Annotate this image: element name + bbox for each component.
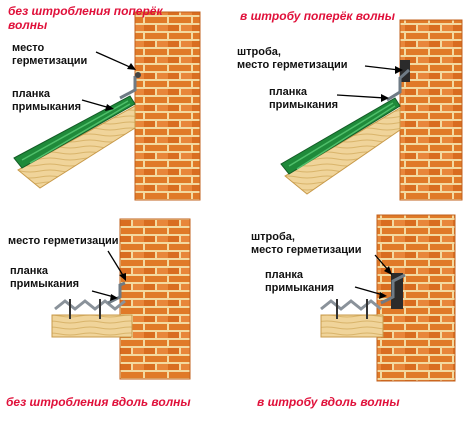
panel-title: в штробу вдоль волны xyxy=(257,395,400,409)
timber-beam xyxy=(51,314,133,338)
profile-sheet xyxy=(320,299,382,311)
adjoining-strip xyxy=(119,76,137,100)
label-strip: планка примыкания xyxy=(12,88,82,113)
arrow-groove-head xyxy=(384,266,392,275)
diagram-along-no-groove xyxy=(51,218,191,380)
arrow-strip xyxy=(91,290,115,298)
adjoining-strip xyxy=(386,68,410,102)
diagram-across-no-groove xyxy=(13,11,201,201)
panel-across-no-groove: без штробления поперёк волны место герме… xyxy=(0,0,237,211)
roof-sheet-ridges xyxy=(288,102,396,170)
label-sealing: место герметизации xyxy=(12,42,88,67)
arrow-strip xyxy=(354,286,384,296)
arrow-strip-head xyxy=(105,104,114,111)
panel-along-groove: штроба, место герметизации планка примык… xyxy=(237,211,474,422)
groove xyxy=(400,60,410,82)
roof-sheet-ridges xyxy=(21,100,131,164)
timber-rafter xyxy=(284,107,401,195)
arrow-strip-head xyxy=(110,294,118,301)
brick-wall xyxy=(134,11,201,201)
timber-beam xyxy=(320,314,384,338)
panel-across-groove: в штробу поперёк волны штроба, место гер… xyxy=(237,0,474,211)
diagram-across-groove xyxy=(280,19,463,201)
timber-rafter xyxy=(17,105,136,189)
arrow-sealing-head xyxy=(119,273,126,281)
arrow-strip-head xyxy=(381,94,389,102)
panel-along-no-groove: место герметизации планка примыкания без… xyxy=(0,211,237,422)
arrow-sealing xyxy=(107,250,125,278)
diagram-along-groove xyxy=(320,214,456,382)
adjoining-strip xyxy=(380,273,406,305)
panel-title: без штробления вдоль волны xyxy=(6,395,191,409)
label-groove: штроба, место герметизации xyxy=(251,231,362,256)
panel-title: без штробления поперёк волны xyxy=(8,4,163,32)
panel-title: в штробу поперёк волны xyxy=(240,9,396,23)
brick-wall xyxy=(399,19,463,201)
label-strip: планка примыкания xyxy=(265,269,335,294)
adjoining-strip xyxy=(107,281,126,305)
arrow-strip xyxy=(81,99,111,109)
arrow-groove xyxy=(364,65,400,71)
label-sealing: место герметизации xyxy=(8,235,119,247)
label-groove: штроба, место герметизации xyxy=(237,46,348,71)
arrow-groove-head xyxy=(395,66,403,74)
arrow-strip-head xyxy=(379,292,387,299)
arrow-sealing xyxy=(95,51,133,69)
arrow-strip xyxy=(336,94,386,99)
label-strip: планка примыкания xyxy=(10,265,80,290)
brick-wall xyxy=(119,218,191,380)
sealing-spot xyxy=(135,72,141,78)
label-strip: планка примыкания xyxy=(269,86,339,111)
arrow-sealing-head xyxy=(127,63,136,70)
profile-sheet xyxy=(54,299,126,311)
